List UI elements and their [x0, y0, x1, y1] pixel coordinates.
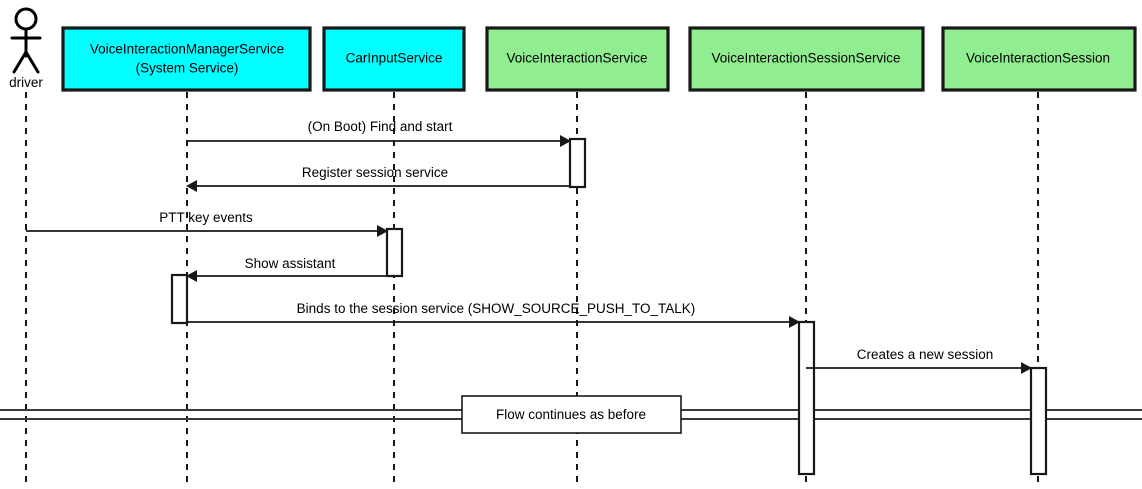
participant-box-carinput[interactable]: [322, 26, 466, 92]
message-arrowhead-m5: [789, 316, 800, 328]
participant-boxes-layer: VoiceInteractionManagerService (System Se…: [61, 26, 1137, 92]
participant-viss[interactable]: VoiceInteractionSessionService: [688, 26, 925, 92]
participant-label-carinput: CarInputService: [346, 51, 443, 66]
participant-label-vims: VoiceInteractionManagerService: [90, 42, 284, 57]
activation-bar-vis: [568, 137, 587, 189]
participant-label-vis: VoiceInteractionService: [506, 51, 647, 66]
participant-box-vims[interactable]: [61, 26, 312, 92]
message-label-m2: Register session service: [302, 165, 448, 180]
message-arrowhead-m4: [186, 270, 197, 282]
message-label-m1: (On Boot) Find and start: [308, 119, 453, 134]
activation-bars-layer: [170, 137, 1048, 476]
participant-label-viss: VoiceInteractionSessionService: [711, 51, 900, 66]
actor-leg-left-icon: [12, 50, 28, 74]
separator-label: Flow continues as before: [496, 407, 646, 422]
actor-leg-right-icon: [24, 50, 40, 74]
participant-vis[interactable]: VoiceInteractionService: [485, 26, 670, 92]
message-arrowhead-m2: [186, 180, 197, 192]
message-m5: Binds to the session service (SHOW_SOURC…: [187, 301, 800, 328]
message-label-m4: Show assistant: [245, 256, 336, 271]
message-label-m3: PTT key events: [159, 210, 253, 225]
participant-label-session: VoiceInteractionSession: [966, 51, 1110, 66]
actor-driver[interactable]: driver: [9, 7, 43, 90]
participant-box-session[interactable]: [941, 26, 1137, 92]
message-m4: Show assistant: [186, 256, 387, 282]
participant-box-vis[interactable]: [485, 26, 670, 92]
participant-session[interactable]: VoiceInteractionSession: [941, 26, 1137, 92]
actor-head-icon: [14, 7, 38, 31]
activation-bar-viss: [797, 320, 816, 476]
message-arrowhead-m1: [560, 135, 571, 147]
separator-box: [461, 395, 682, 434]
message-label-m6: Creates a new session: [857, 347, 994, 362]
participant-vims[interactable]: VoiceInteractionManagerService (System Se…: [61, 26, 312, 92]
participant-label2-vims: (System Service): [136, 61, 239, 76]
activation-bar-session: [1029, 366, 1048, 476]
separator-box-layer: Flow continues as before: [461, 395, 682, 434]
activation-bar-carinput: [385, 227, 404, 278]
participant-box-viss[interactable]: [688, 26, 925, 92]
message-arrowhead-m6: [1021, 362, 1032, 374]
message-m3: PTT key events: [26, 210, 388, 237]
actor-layer: driver: [9, 7, 43, 90]
actor-label: driver: [9, 75, 43, 90]
message-arrowhead-m3: [377, 225, 388, 237]
activation-bar-vims: [170, 273, 189, 325]
message-m2: Register session service: [186, 165, 570, 192]
message-m1: (On Boot) Find and start: [187, 119, 571, 147]
participant-carinput[interactable]: CarInputService: [322, 26, 466, 92]
message-m6: Creates a new session: [806, 347, 1032, 374]
message-label-m5: Binds to the session service (SHOW_SOURC…: [297, 301, 696, 316]
